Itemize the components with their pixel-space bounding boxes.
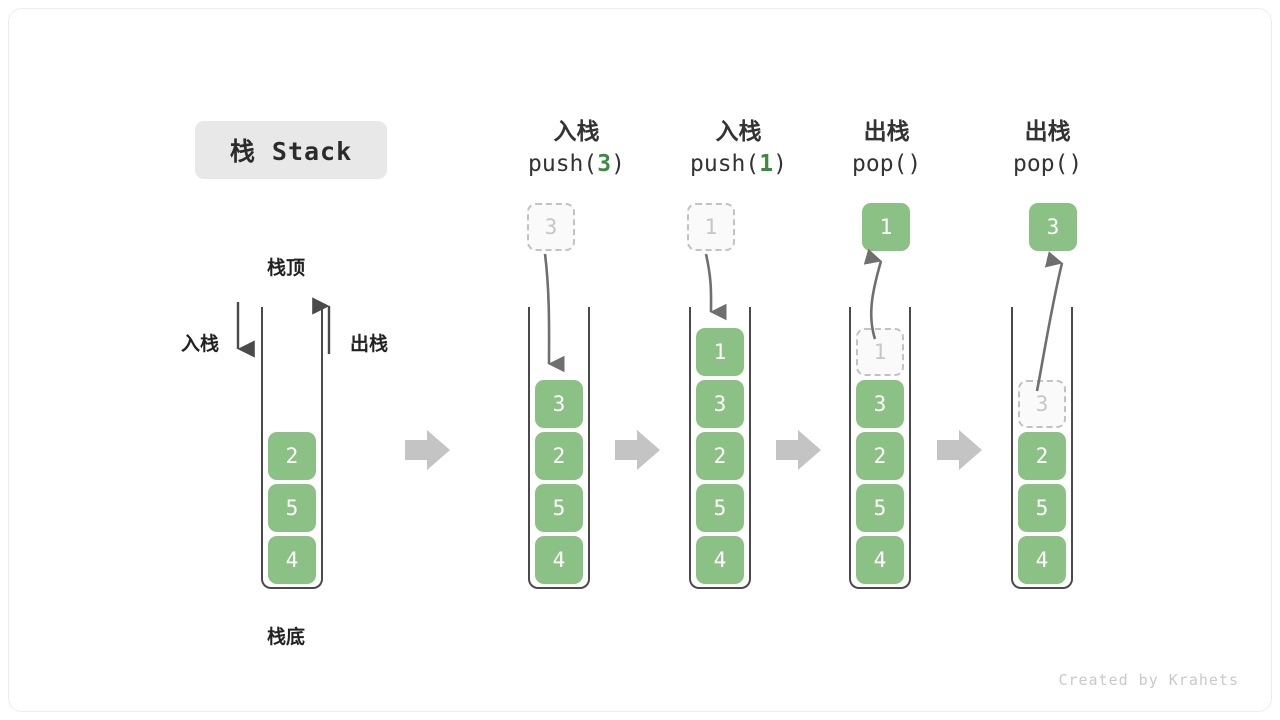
step-arrow-3 bbox=[776, 430, 821, 470]
stack-top-label: 栈顶 bbox=[267, 258, 306, 279]
stack-cell: 1 bbox=[696, 328, 744, 376]
stack-cell: 4 bbox=[696, 536, 744, 584]
step-arrow-4 bbox=[937, 430, 982, 470]
stack-cell: 2 bbox=[535, 432, 583, 480]
column-header-pop3: 出栈 pop() bbox=[1013, 115, 1082, 180]
column-header-pop1: 出栈 pop() bbox=[852, 115, 921, 180]
op-code: push(3) bbox=[528, 150, 625, 177]
push-direction-label: 入栈 bbox=[181, 334, 220, 355]
column-header-push3: 入栈 push(3) bbox=[528, 115, 625, 180]
popped-cell-1: 1 bbox=[862, 203, 910, 251]
step-arrow-2 bbox=[615, 430, 660, 470]
popped-cell-3: 3 bbox=[1029, 203, 1077, 251]
footer-credit: Created by Krahets bbox=[1058, 671, 1239, 689]
ghost-cell-pop1: 1 bbox=[856, 328, 904, 376]
op-label-cn: 入栈 bbox=[715, 118, 762, 144]
stack-cell: 4 bbox=[535, 536, 583, 584]
stack-container-push1 bbox=[689, 307, 751, 589]
arrow-overlay bbox=[236, 248, 1064, 470]
stack-cell: 5 bbox=[856, 484, 904, 532]
op-code: push(1) bbox=[690, 150, 787, 177]
stack-container-initial bbox=[261, 307, 323, 589]
ghost-cell-push1: 1 bbox=[687, 203, 735, 251]
stack-cell: 3 bbox=[856, 380, 904, 428]
column-header-push1: 入栈 push(1) bbox=[690, 115, 787, 180]
stack-cell: 4 bbox=[1018, 536, 1066, 584]
diagram-canvas: 栈 Stack 栈顶 栈底 入栈 出栈 2 5 4 入栈 push(3) 3 3… bbox=[8, 8, 1272, 712]
diagram-title-badge: 栈 Stack bbox=[195, 121, 387, 179]
stack-cell: 5 bbox=[696, 484, 744, 532]
stack-cell: 2 bbox=[268, 432, 316, 480]
stack-cell: 3 bbox=[535, 380, 583, 428]
stack-cell: 5 bbox=[535, 484, 583, 532]
push1-flow-arrow bbox=[704, 253, 727, 321]
pop-direction-label: 出栈 bbox=[350, 334, 389, 355]
stack-container-pop1 bbox=[849, 307, 911, 589]
stack-bottom-label: 栈底 bbox=[267, 627, 306, 648]
op-label-cn: 出栈 bbox=[1024, 118, 1071, 144]
stack-cell: 5 bbox=[1018, 484, 1066, 532]
stack-cell: 2 bbox=[696, 432, 744, 480]
ghost-cell-push3: 3 bbox=[527, 203, 575, 251]
op-code: pop() bbox=[1013, 150, 1083, 177]
op-code: pop() bbox=[852, 150, 922, 177]
stack-cell: 5 bbox=[268, 484, 316, 532]
stack-container-push3 bbox=[528, 307, 590, 589]
step-arrow-1 bbox=[405, 430, 450, 470]
stack-cell: 4 bbox=[268, 536, 316, 584]
stack-container-pop3 bbox=[1011, 307, 1073, 589]
ghost-cell-pop3: 3 bbox=[1018, 380, 1066, 428]
op-label-cn: 入栈 bbox=[553, 118, 600, 144]
stack-cell: 3 bbox=[696, 380, 744, 428]
stack-cell: 2 bbox=[1018, 432, 1066, 480]
stack-cell: 4 bbox=[856, 536, 904, 584]
op-label-cn: 出栈 bbox=[863, 118, 910, 144]
stack-cell: 2 bbox=[856, 432, 904, 480]
